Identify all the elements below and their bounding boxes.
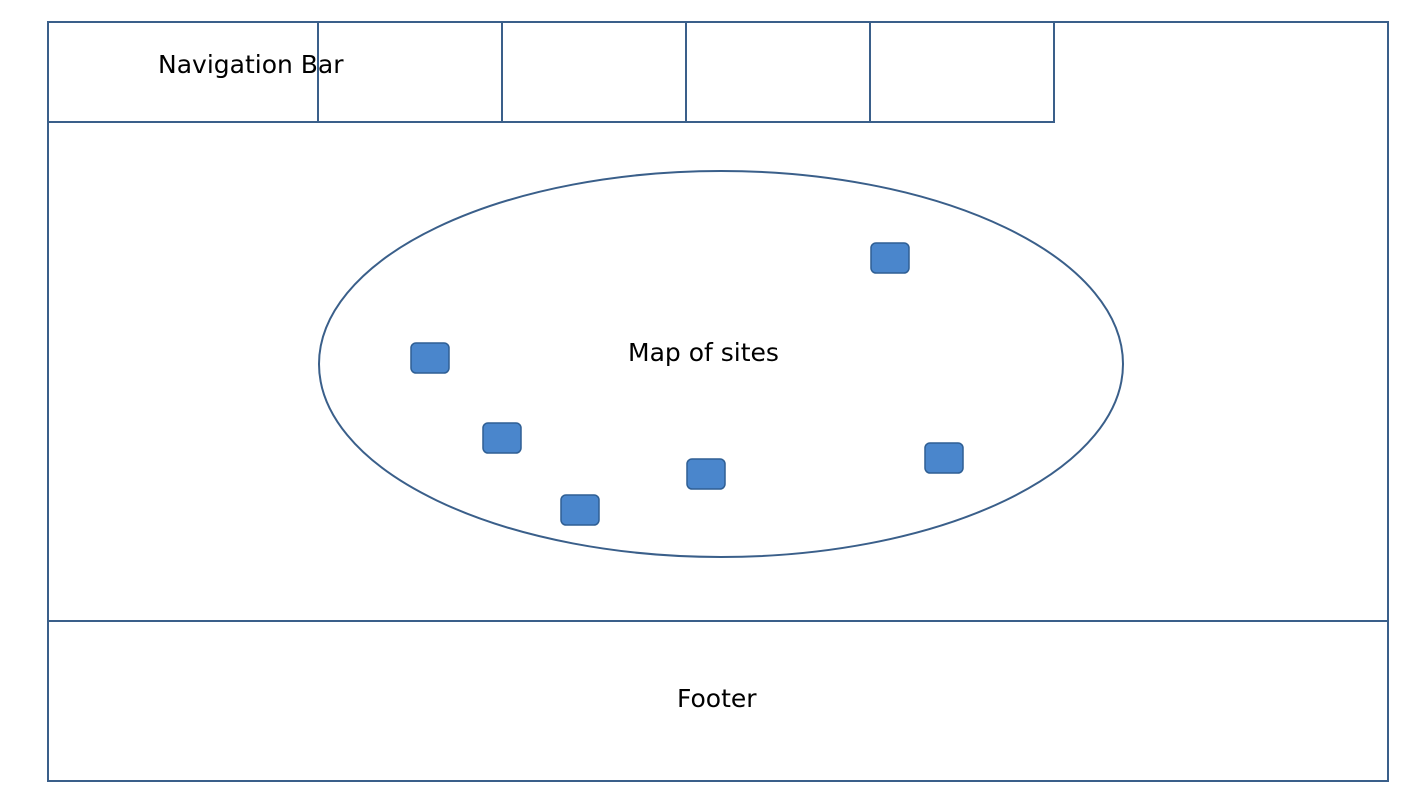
map-label: Map of sites bbox=[628, 338, 779, 367]
site-marker-3[interactable] bbox=[482, 422, 522, 454]
site-marker-4[interactable] bbox=[924, 442, 964, 474]
footer-label: Footer bbox=[677, 684, 757, 713]
nav-tab-3[interactable] bbox=[687, 21, 871, 123]
site-marker-5[interactable] bbox=[686, 458, 726, 490]
footer-divider bbox=[47, 620, 1389, 622]
nav-tab-1[interactable] bbox=[319, 21, 503, 123]
nav-tab-4[interactable] bbox=[871, 21, 1055, 123]
site-marker-6[interactable] bbox=[560, 494, 600, 526]
navigation-bar bbox=[47, 21, 1055, 123]
site-marker-2[interactable] bbox=[410, 342, 450, 374]
nav-cell-title bbox=[47, 21, 319, 123]
map-outline bbox=[318, 170, 1124, 558]
nav-tab-2[interactable] bbox=[503, 21, 687, 123]
site-marker-1[interactable] bbox=[870, 242, 910, 274]
navigation-bar-label: Navigation Bar bbox=[158, 50, 344, 79]
